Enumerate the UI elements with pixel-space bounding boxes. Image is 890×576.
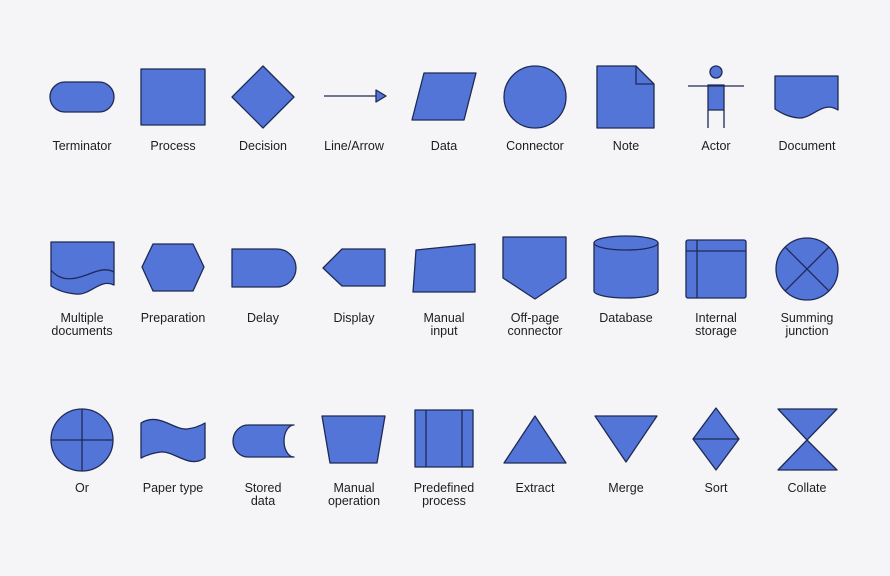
symbol-label: Process <box>150 139 196 153</box>
symbol-database: Database <box>576 228 676 325</box>
symbol-preparation: Preparation <box>123 228 223 325</box>
symbol-label: Or <box>75 481 89 495</box>
document-shape <box>774 75 839 119</box>
symbol-decision: Decision <box>213 56 313 153</box>
symbol-collate: Collate <box>757 398 857 495</box>
symbol-delay: Delay <box>213 228 313 325</box>
symbol-display: Display <box>304 228 404 325</box>
symbol-stored-data: Stored data <box>213 398 313 508</box>
symbol-label: Manual input <box>423 311 465 338</box>
database-shape <box>593 235 659 299</box>
symbol-paper-type: Paper type <box>123 398 223 495</box>
symbol-label: Manual operation <box>327 481 381 508</box>
decision-shape <box>231 65 295 129</box>
manual-operation-shape <box>321 415 386 464</box>
symbol-label: Summing junction <box>780 311 834 338</box>
symbol-label: Actor <box>701 139 731 153</box>
manual-input-shape <box>412 243 476 293</box>
symbol-internal-storage: Internal storage <box>666 228 766 338</box>
extract-shape <box>503 415 567 464</box>
symbol-document: Document <box>757 56 857 153</box>
symbol-line-arrow: Line/Arrow <box>304 56 404 153</box>
off-page-connector-shape <box>502 236 567 300</box>
delay-shape <box>231 248 297 288</box>
actor-shape <box>688 65 744 128</box>
symbol-label: Display <box>333 311 375 325</box>
symbol-off-page-connector: Off-page connector <box>485 228 585 338</box>
symbol-label: Preparation <box>140 311 206 325</box>
symbol-sort: Sort <box>666 398 766 495</box>
symbol-label: Off-page connector <box>507 311 563 338</box>
symbol-actor: Actor <box>666 56 766 153</box>
symbol-label: Connector <box>506 139 564 153</box>
symbol-label: Data <box>430 139 458 153</box>
summing-junction-shape <box>775 237 839 301</box>
symbol-manual-operation: Manual operation <box>304 398 404 508</box>
symbol-label: Note <box>612 139 640 153</box>
note-shape <box>596 65 655 129</box>
symbol-label: Terminator <box>52 139 112 153</box>
symbol-terminator: Terminator <box>32 56 132 153</box>
symbol-process: Process <box>123 56 223 153</box>
symbol-label: Decision <box>239 139 287 153</box>
predefined-process-shape <box>414 409 474 468</box>
multiple-documents-shape <box>50 241 115 295</box>
symbol-label: Merge <box>608 481 644 495</box>
symbol-label: Document <box>778 139 836 153</box>
symbol-data: Data <box>394 56 494 153</box>
process-shape <box>140 68 206 126</box>
symbol-label: Line/Arrow <box>324 139 384 153</box>
symbol-label: Extract <box>515 481 555 495</box>
paper-type-shape <box>140 418 206 463</box>
symbol-multiple-documents: Multiple documents <box>32 228 132 338</box>
symbol-connector: Connector <box>485 56 585 153</box>
symbol-label: Stored data <box>244 481 282 508</box>
terminator-shape <box>49 81 115 113</box>
symbol-summing-junction: Summing junction <box>757 228 857 338</box>
symbol-label: Delay <box>247 311 279 325</box>
preparation-shape <box>141 243 205 292</box>
symbol-label: Collate <box>787 481 827 495</box>
symbol-label: Predefined process <box>413 481 475 508</box>
data-shape <box>411 72 477 121</box>
line-arrow-shape <box>324 89 387 103</box>
symbol-predefined-process: Predefined process <box>394 398 494 508</box>
stored-data-shape <box>232 424 295 458</box>
symbol-label: Paper type <box>142 481 204 495</box>
collate-shape <box>777 408 838 471</box>
symbol-label: Multiple documents <box>51 311 113 338</box>
symbol-label: Sort <box>704 481 728 495</box>
merge-shape <box>594 415 658 463</box>
internal-storage-shape <box>685 239 747 299</box>
sort-shape <box>692 407 740 471</box>
display-shape <box>322 248 386 287</box>
connector-shape <box>503 65 567 129</box>
symbol-extract: Extract <box>485 398 585 495</box>
or-shape <box>50 408 114 472</box>
symbol-note: Note <box>576 56 676 153</box>
symbol-label: Internal storage <box>695 311 737 338</box>
symbol-merge: Merge <box>576 398 676 495</box>
symbol-label: Database <box>599 311 653 325</box>
symbol-or: Or <box>32 398 132 495</box>
symbol-manual-input: Manual input <box>394 228 494 338</box>
